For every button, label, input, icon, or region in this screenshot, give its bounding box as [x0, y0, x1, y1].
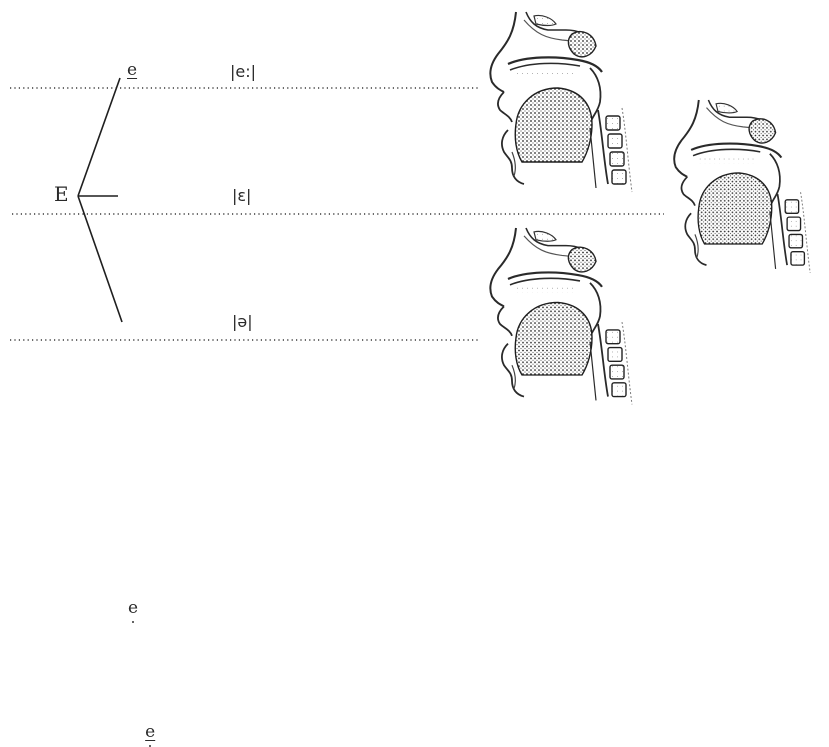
vocal-tract-icon: [490, 228, 632, 404]
ipa-upper: |e:|: [230, 64, 256, 80]
sagittal-section-closed: [490, 12, 632, 192]
branch-line-lower: [78, 196, 122, 322]
branch-line-upper: [78, 78, 120, 196]
ipa-middle: |ɛ|: [232, 188, 251, 204]
sagittal-section-neutral: [490, 228, 632, 404]
sagittal-section-open: [674, 100, 810, 273]
ipa-lower: |ə|: [232, 314, 253, 330]
root-label: E: [54, 184, 69, 204]
branch-lines: [78, 78, 122, 322]
grapheme-middle: e: [128, 598, 138, 618]
vowel-diagram: E e e e |e:| |ɛ| |ə|: [0, 0, 829, 408]
vocal-tract-icon: [674, 100, 810, 273]
vocal-tract-icon: [490, 12, 632, 192]
diagram-canvas: [0, 0, 829, 408]
grapheme-upper: e: [127, 62, 137, 79]
grapheme-lower: e: [145, 722, 155, 742]
